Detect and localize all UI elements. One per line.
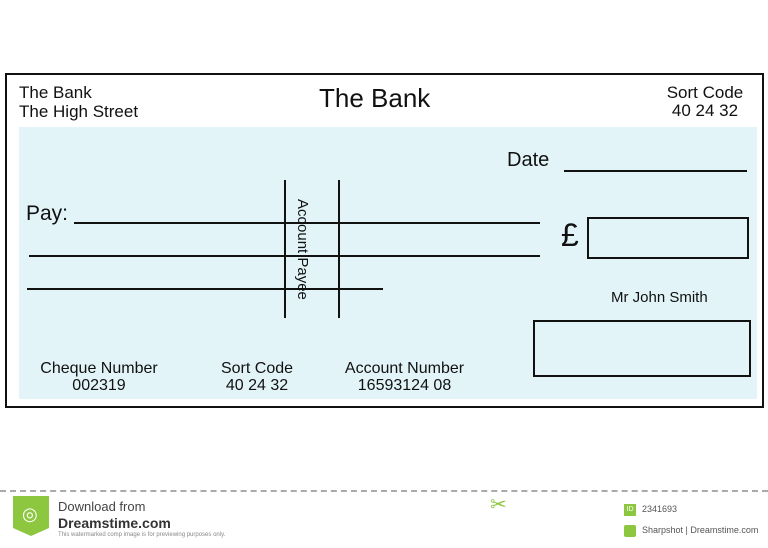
- amount-words-line-2[interactable]: [27, 288, 383, 290]
- watermark-notice: This watermarked comp image is for previ…: [58, 532, 226, 538]
- header-sort-code-label: Sort Code: [666, 83, 744, 102]
- dreamstime-logo-icon: ◎: [13, 496, 49, 536]
- payee-line[interactable]: [74, 222, 540, 224]
- id-badge: ID: [624, 504, 636, 516]
- crossing-text: Account Payee: [294, 199, 311, 300]
- sort-code-label: Sort Code: [220, 360, 294, 377]
- account-holder: Mr John Smith: [611, 289, 708, 306]
- crossing-line-left: [284, 180, 286, 318]
- photographer-icon: [624, 525, 636, 537]
- cheque-title: The Bank: [319, 83, 431, 113]
- bank-address: The High Street: [19, 102, 139, 121]
- watermark-footer: ◎ Download from Dreamstime.com This wate…: [0, 490, 768, 548]
- signature-box[interactable]: [533, 320, 751, 377]
- image-id: 2341693: [642, 504, 678, 514]
- scissors-icon: ✂: [490, 494, 507, 516]
- cheque-number-label: Cheque Number: [40, 360, 158, 377]
- sort-code: 40 24 32: [225, 377, 289, 394]
- photographer-credit: Sharpshot | Dreamstime.com: [642, 525, 759, 535]
- header-sort-code: 40 24 32: [671, 101, 739, 120]
- pay-label: Pay:: [26, 202, 69, 225]
- date-line[interactable]: [564, 170, 747, 172]
- account-number-label: Account Number: [344, 360, 465, 377]
- amount-box[interactable]: [587, 217, 749, 259]
- cheque-number: 002319: [72, 377, 126, 394]
- bank-name: The Bank: [19, 83, 92, 102]
- download-text: Download from: [58, 499, 146, 514]
- date-label: Date: [507, 149, 550, 171]
- site-name[interactable]: Dreamstime.com: [58, 515, 171, 531]
- cheque-body: Date Pay: Account Payee £ Mr John Smith …: [19, 127, 757, 399]
- account-number: 16593124 08: [357, 377, 452, 394]
- pound-sign: £: [561, 217, 579, 253]
- crossing-line-right: [338, 180, 340, 318]
- cheque: The Bank The High Street The Bank Sort C…: [5, 73, 764, 408]
